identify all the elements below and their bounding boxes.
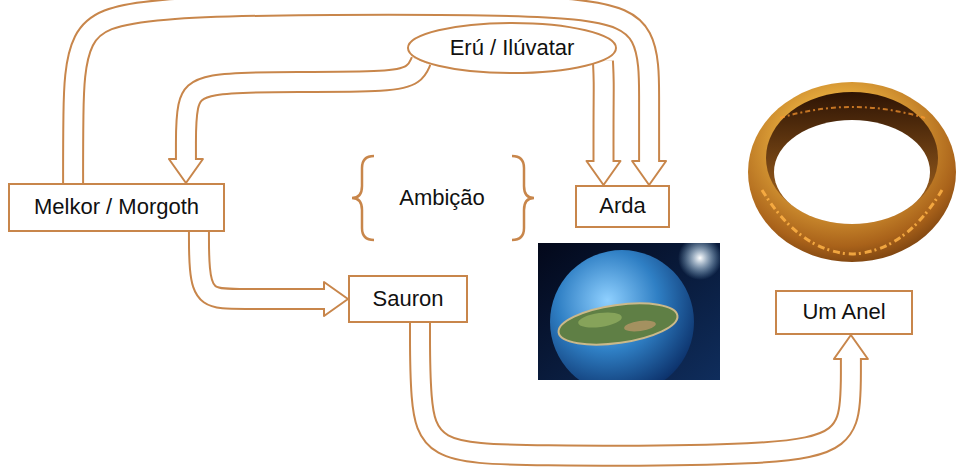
block-arrow <box>420 323 868 456</box>
ring-inscription <box>780 107 925 118</box>
entity-box: Melkor / Morgoth <box>8 183 225 232</box>
block-arrow <box>587 61 621 185</box>
ring-picture <box>748 82 956 262</box>
arrow-band-fill <box>73 5 649 183</box>
arrow-head <box>324 282 348 316</box>
arrow-band-fill <box>420 323 851 456</box>
block-arrow <box>199 232 348 316</box>
land-mass <box>577 310 623 330</box>
braces <box>352 156 534 240</box>
left-brace <box>352 156 374 240</box>
node-text: Arda <box>599 194 645 218</box>
planet-globe <box>550 250 694 380</box>
right-brace <box>512 156 534 240</box>
block-arrow <box>169 61 421 183</box>
arrow-band-outline <box>73 5 649 183</box>
arrow-band-fill <box>199 232 327 299</box>
arrow-head <box>587 161 621 185</box>
flat-world-disc <box>556 297 680 351</box>
node-text: Erú / Ilúvatar <box>450 36 575 60</box>
arrow-head <box>169 159 203 183</box>
concept-label: Ambição <box>399 186 485 210</box>
land-mass <box>623 319 656 333</box>
ellipse-outline <box>408 23 616 73</box>
arrow-band-fill <box>594 61 613 164</box>
arrow-band-fill <box>186 61 421 162</box>
light-flare <box>678 243 720 280</box>
ring-outer <box>748 82 956 262</box>
ring-hole <box>774 120 930 224</box>
deity-ellipse: Erú / Ilúvatar <box>407 22 617 74</box>
block-arrow <box>73 5 666 185</box>
entity-box: Sauron <box>348 275 468 323</box>
node-text: Sauron <box>373 287 444 311</box>
arrow-head <box>834 335 868 359</box>
arrow-band-outline <box>420 323 851 456</box>
node-text: Um Anel <box>802 300 885 324</box>
earth-picture <box>538 243 720 380</box>
world-box: Arda <box>575 185 670 228</box>
node-text: Melkor / Morgoth <box>34 195 199 219</box>
ring-inscription <box>762 190 942 254</box>
artifact-box: Um Anel <box>775 290 913 335</box>
ring-inner-surface <box>766 92 938 224</box>
arrow-head <box>632 161 666 185</box>
